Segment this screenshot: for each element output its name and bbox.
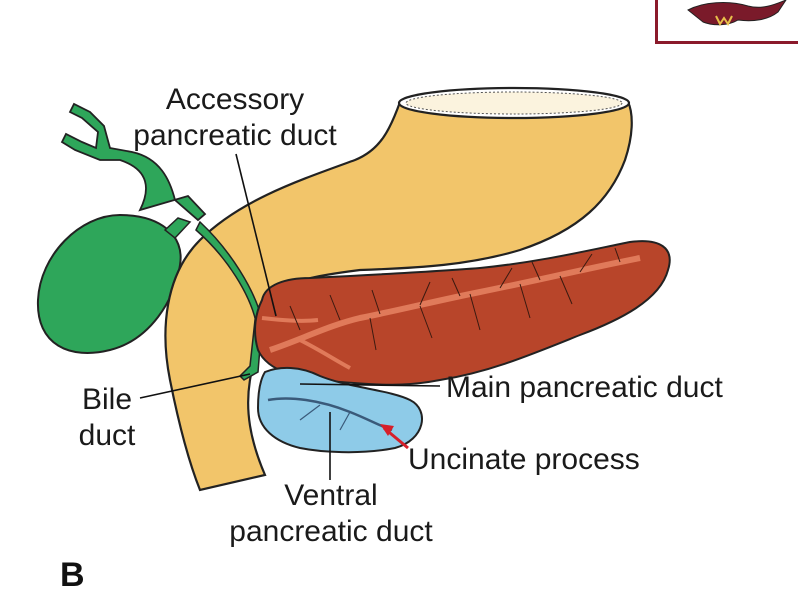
label-accessory-line2: pancreatic duct [133,119,337,152]
label-bile-duct: Bile duct [72,382,142,454]
duodenum [164,86,633,492]
mascot-logo-icon [687,0,787,26]
label-uncinate-process: Uncinate process [408,443,640,476]
accessory-pancreatic-duct [261,316,319,323]
hepatic-ducts [60,102,207,222]
pancreas-ductules [289,247,621,351]
label-bile-line1: Bile [81,383,133,416]
label-accessory-duct: Accessory pancreatic duct [120,82,350,154]
label-main-duct: Main pancreatic duct [446,371,723,404]
panel-letter: B [60,556,85,594]
main-pancreatic-duct [269,255,641,370]
gallbladder [36,213,192,354]
uncinate-arrow [380,424,409,450]
leader-lines [139,153,441,480]
leader-accessory-duct [235,153,277,317]
uncinate-process-region [256,366,423,454]
leader-main-duct [299,383,441,387]
label-ventral-line1: Ventral [284,479,378,512]
label-ventral-duct: Ventral pancreatic duct [216,478,446,550]
ventral-pancreatic-duct [267,397,393,432]
label-bile-line2: duct [78,419,136,452]
leader-bile-duct [139,373,251,399]
logo-badge [655,0,798,44]
label-ventral-line2: pancreatic duct [229,515,433,548]
label-accessory-line1: Accessory [165,83,305,116]
